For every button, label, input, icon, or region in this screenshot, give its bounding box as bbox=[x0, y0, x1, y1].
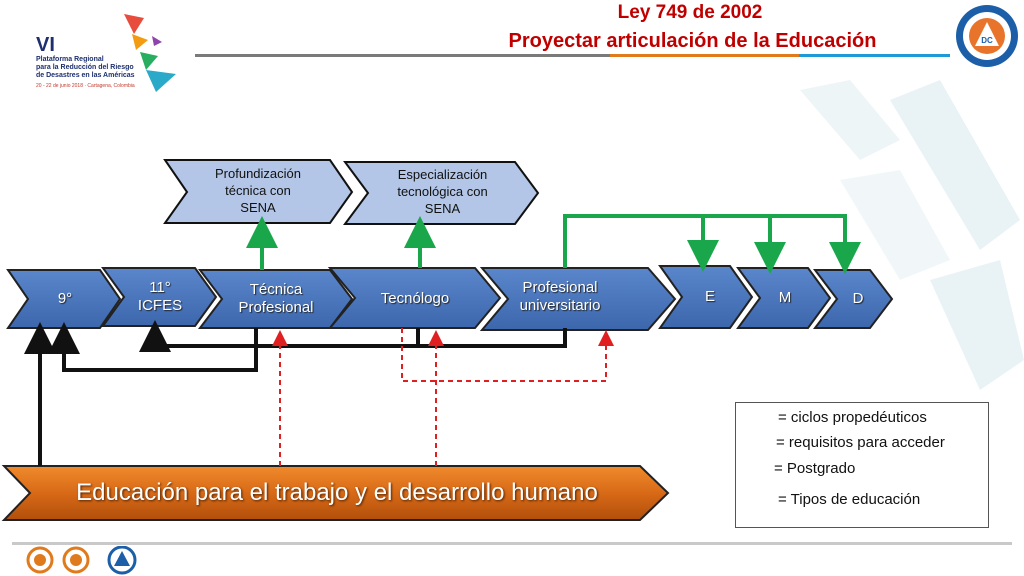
grade-9-label: 9° bbox=[57, 290, 73, 307]
legend-label-requisitos: = requisitos para acceder bbox=[776, 434, 945, 451]
especializacion-chevron bbox=[343, 161, 540, 225]
doctorado-d-chevron bbox=[812, 269, 894, 329]
label-line: universitario bbox=[519, 297, 601, 314]
grade-9-chevron bbox=[6, 269, 122, 329]
label-line: Profundización bbox=[215, 166, 301, 181]
especializacion-e-chevron bbox=[658, 265, 754, 329]
label-line: Profesional bbox=[522, 279, 598, 296]
d-label: D bbox=[852, 290, 864, 307]
requirement-arrow-profesional-to-11 bbox=[139, 320, 567, 352]
logo-date: 20 - 22 de junio 2018 · Cartagena, Colom… bbox=[36, 83, 135, 89]
banner-label: Educación para el trabajo y el desarroll… bbox=[76, 479, 598, 506]
legend-label-postgrado: = Postgrado bbox=[774, 460, 856, 477]
certification-logos-icon bbox=[26, 546, 137, 575]
event-logo: VI Plataforma Regional para la Reducción… bbox=[36, 12, 186, 97]
logo-text-line: de Desastres en las Américas bbox=[36, 72, 135, 79]
title-line-2: Proyectar articulación de la Educación bbox=[508, 30, 877, 52]
tecnica-label: Técnica Profesional bbox=[222, 281, 330, 317]
label-line: Profesional bbox=[238, 299, 314, 316]
dashed-arrow-tecnologo-to-profesional bbox=[401, 328, 614, 382]
label-line: 11° bbox=[149, 279, 171, 296]
label-line: tecnológica con bbox=[397, 184, 488, 199]
profundizacion-chevron bbox=[163, 159, 354, 224]
defensa-civil-seal-icon: DC bbox=[956, 5, 1018, 67]
legend-box: = ciclos propedéuticos = requisitos para… bbox=[735, 402, 989, 528]
e-label: E bbox=[704, 288, 715, 305]
profundizacion-label: Profundización técnica con SENA bbox=[188, 165, 328, 216]
logo-number: VI bbox=[36, 34, 55, 56]
title-underline bbox=[195, 54, 950, 57]
logo-mark-icon bbox=[124, 14, 176, 92]
label-line: Técnica bbox=[249, 281, 303, 298]
legend-label-ciclos: = ciclos propedéuticos bbox=[778, 409, 927, 426]
grade-11-chevron bbox=[101, 267, 218, 327]
banner-shape bbox=[1, 465, 670, 521]
logo-text-line: Plataforma Regional bbox=[36, 56, 104, 63]
title-line-1: Ley 749 de 2002 bbox=[617, 2, 763, 23]
profesional-label: Profesional universitario bbox=[505, 279, 615, 315]
m-label: M bbox=[778, 289, 792, 306]
legend-label-tipos: = Tipos de educación bbox=[778, 491, 921, 508]
especializacion-label: Especialización tecnológica con SENA bbox=[370, 166, 515, 217]
label-line: ICFES bbox=[137, 297, 183, 314]
logo-text: Plataforma Regional para la Reducción de… bbox=[36, 56, 135, 80]
grade-11-label: 11° ICFES bbox=[125, 279, 195, 315]
requirement-arrow-tecnica-to-9 bbox=[48, 322, 258, 372]
seal-inner-text: DC bbox=[981, 36, 993, 45]
background-decoration bbox=[800, 80, 1024, 390]
tecnologo-label: Tecnólogo bbox=[380, 290, 450, 307]
tecnologo-chevron bbox=[327, 267, 502, 329]
label-line: SENA bbox=[424, 201, 461, 216]
profesional-chevron bbox=[479, 267, 677, 331]
label-line: SENA bbox=[240, 200, 276, 215]
logo-text-line: para la Reducción del Riesgo bbox=[36, 64, 134, 71]
label-line: técnica con bbox=[225, 183, 291, 198]
footer-divider bbox=[12, 542, 1012, 545]
maestria-m-chevron bbox=[736, 267, 832, 329]
label-line: Especialización bbox=[397, 167, 488, 182]
